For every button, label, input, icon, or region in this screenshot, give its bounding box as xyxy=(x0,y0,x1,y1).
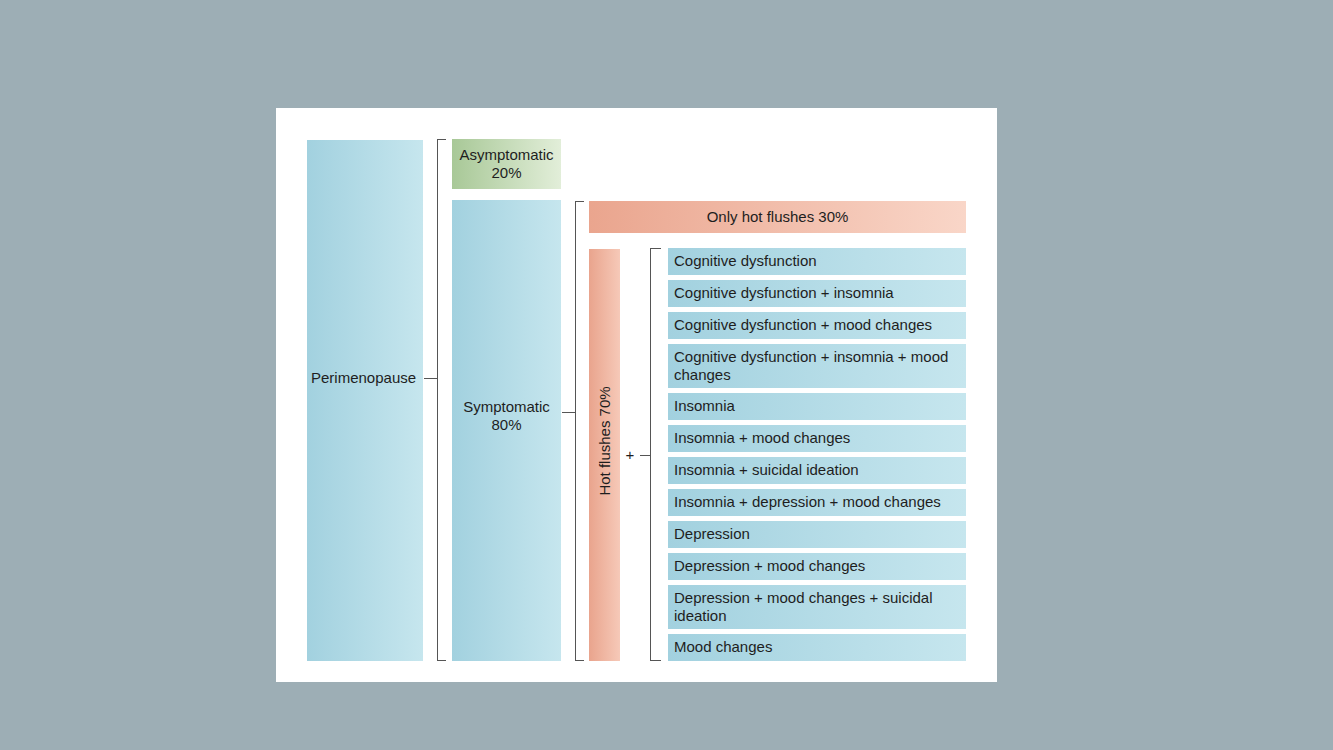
node-text: Cognitive dysfunction + insomnia + mood … xyxy=(674,348,960,384)
hot-flush-band: Hot flushes 70% xyxy=(589,249,620,661)
stage-box: Perimenopause xyxy=(307,140,423,661)
node-text: Cognitive dysfunction + insomnia xyxy=(674,284,960,302)
symptom-box: Cognitive dysfunction + insomnia + mood … xyxy=(668,344,966,388)
node-text: Insomnia xyxy=(674,397,960,415)
bracket-line xyxy=(640,455,650,456)
node-text: Depression xyxy=(674,525,960,543)
node-text: Depression + mood changes + suicidal ide… xyxy=(674,589,960,625)
node-text: Depression + mood changes xyxy=(674,557,960,575)
plus-sign: + xyxy=(626,446,635,463)
symptom-box: Insomnia + mood changes xyxy=(668,425,966,452)
node-text: Asymptomatic 20% xyxy=(458,146,555,182)
symptom-box: Insomnia + depression + mood changes xyxy=(668,489,966,516)
symptom-box: Depression + mood changes + suicidal ide… xyxy=(668,585,966,629)
bracket-line xyxy=(437,660,446,661)
node-text: Cognitive dysfunction + mood changes xyxy=(674,316,960,334)
bracket-line xyxy=(575,201,584,202)
node-text: Mood changes xyxy=(674,638,960,656)
bracket-line xyxy=(562,412,575,413)
bracket-line xyxy=(575,201,576,661)
bracket-line xyxy=(575,660,584,661)
node-text: Perimenopause xyxy=(311,369,419,387)
hot-flush-band: Only hot flushes 30% xyxy=(589,201,966,233)
symptom-box: Insomnia + suicidal ideation xyxy=(668,457,966,484)
symptom-box: Depression + mood changes xyxy=(668,553,966,580)
node-text: Symptomatic 80% xyxy=(458,398,555,434)
symptom-box: Cognitive dysfunction + mood changes xyxy=(668,312,966,339)
bracket-line xyxy=(437,139,438,661)
bracket-line xyxy=(437,139,446,140)
bracket-line xyxy=(650,660,661,661)
group-box: Asymptomatic 20% xyxy=(452,139,561,189)
node-text: Insomnia + suicidal ideation xyxy=(674,461,960,479)
node-text: Only hot flushes 30% xyxy=(707,208,849,226)
bracket-line xyxy=(650,248,661,249)
bracket-line xyxy=(650,248,651,661)
bracket-line xyxy=(424,378,437,379)
group-box: Symptomatic 80% xyxy=(452,200,561,661)
node-text: Hot flushes 70% xyxy=(596,386,614,495)
symptom-box: Insomnia xyxy=(668,393,966,420)
node-text: Cognitive dysfunction xyxy=(674,252,960,270)
node-text: Insomnia + depression + mood changes xyxy=(674,493,960,511)
symptom-box: Depression xyxy=(668,521,966,548)
symptom-box: Cognitive dysfunction + insomnia xyxy=(668,280,966,307)
symptom-box: Mood changes xyxy=(668,634,966,661)
symptom-box: Cognitive dysfunction xyxy=(668,248,966,275)
node-text: Insomnia + mood changes xyxy=(674,429,960,447)
